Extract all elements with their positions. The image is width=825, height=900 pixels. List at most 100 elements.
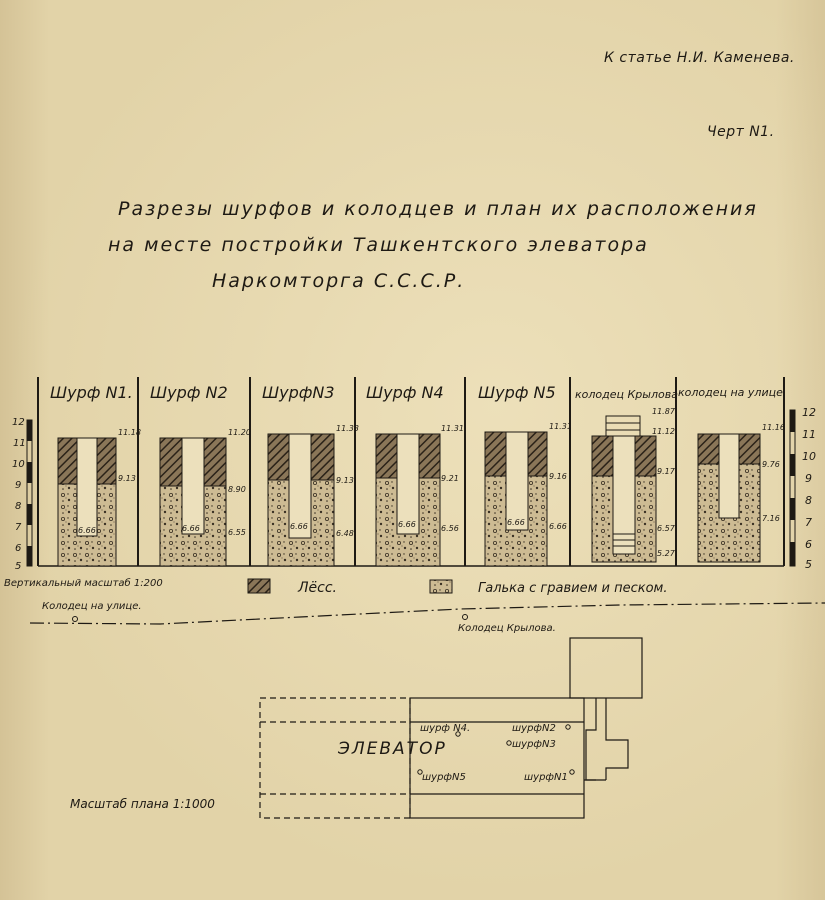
figure-number: Черт N1.	[707, 124, 775, 140]
right-tick-10: 10	[802, 450, 816, 463]
pit-3-top: 11.33	[336, 424, 359, 433]
annex-building-top	[569, 637, 643, 699]
well-krylov-marker	[462, 614, 468, 620]
well-street-marker	[72, 616, 78, 622]
pit-1-bottom: 6.66	[78, 526, 96, 535]
label-pit-5: Шурф N5	[478, 383, 556, 402]
label-well-street: колодец на улице.	[678, 386, 786, 399]
title-line-2: на месте постройки Ташкентского элеватор…	[108, 234, 649, 256]
column-pit-2: 11.20 8.90 6.66 6.55	[159, 428, 251, 567]
pit-1-shaft	[76, 437, 98, 537]
label-pit-1: Шурф N1.	[50, 383, 133, 402]
column-pit-1: 11.18 9.13 6.66	[57, 428, 141, 567]
legend-loess-swatch	[247, 578, 271, 594]
well-street-bottom: 7.16	[762, 514, 780, 523]
title-line-1: Разрезы шурфов и колодцев и план их расп…	[118, 198, 758, 220]
well-street-shaft	[718, 433, 740, 519]
pit-4-bottom: 6.56	[441, 524, 459, 533]
label-well-krylov: колодец Крылова	[575, 388, 678, 401]
left-tick-8: 8	[15, 501, 21, 512]
column-well-krylov: 11.87 11.12 9.17 6.57 5.27	[591, 407, 676, 563]
right-tick-12: 12	[802, 406, 816, 419]
pit-1-top: 11.18	[118, 428, 141, 437]
legend: Лёсс. Галька с гравием и песком.	[247, 578, 667, 596]
left-tick-5: 5	[15, 561, 21, 572]
well-street-top: 11.16	[762, 423, 785, 432]
pit-2-inner: 6.66	[182, 524, 200, 533]
pit-5-mid: 9.16	[549, 472, 567, 481]
plan-buildings	[259, 637, 643, 819]
left-tick-7: 7	[15, 522, 22, 533]
plan-well-street-label: Колодец на улице.	[42, 601, 142, 612]
elevator-outline	[259, 697, 411, 819]
pit-3-marker	[506, 740, 512, 746]
plan-pit-4: шурф N4.	[420, 723, 470, 734]
pit-3-mid: 9.13	[336, 476, 354, 485]
plan-pit-labels: шурф N4. шурфN2 шурфN3 шурфN5 шурфN1	[420, 723, 568, 783]
right-tick-9: 9	[805, 472, 812, 485]
left-scale: 12 11 10 9 8 7 6 5	[12, 417, 33, 572]
pit-2-bottom: 6.55	[228, 528, 246, 537]
pit-2-top: 11.20	[228, 428, 251, 437]
left-tick-6: 6	[15, 543, 21, 554]
article-reference: К статье Н.И. Каменева.	[604, 50, 795, 66]
well-krylov-inner: 5.27	[657, 549, 676, 558]
pit-5-shaft	[505, 431, 529, 531]
right-tick-6: 6	[805, 538, 812, 551]
legend-loess-label: Лёсс.	[297, 580, 337, 596]
plan-elevator-label: ЭЛЕВАТОР	[337, 739, 447, 759]
well-krylov-top: 11.87	[652, 407, 676, 416]
pit-1-marker	[569, 769, 575, 775]
well-krylov-bottom: 6.57	[657, 524, 676, 533]
vertical-scale-label: Вертикальный масштаб 1:200	[4, 577, 163, 589]
pit-5-top: 11.31	[549, 422, 572, 431]
column-pit-3: 11.33 9.13 6.66 6.48	[267, 424, 359, 567]
section-labels: Шурф N1. Шурф N2 ШурфN3 Шурф N4 Шурф N5 …	[50, 383, 786, 402]
well-krylov-mid: 9.17	[657, 467, 676, 476]
column-pit-4: 11.31 9.21 6.66 6.56	[375, 424, 464, 567]
pit-2-marker	[565, 724, 571, 730]
plan-pit-3: шурфN3	[512, 739, 556, 750]
plan-pit-1: шурфN1	[524, 772, 568, 783]
plan-pit-markers	[417, 724, 575, 775]
right-tick-8: 8	[805, 494, 812, 507]
left-tick-12: 12	[12, 417, 25, 428]
well-krylov-frame	[605, 415, 641, 437]
right-tick-7: 7	[805, 516, 812, 529]
label-pit-4: Шурф N4	[366, 383, 444, 402]
legend-gravel-swatch	[429, 579, 453, 594]
plan-well-krylov-label: Колодец Крылова.	[458, 623, 556, 634]
label-pit-3: ШурфN3	[262, 383, 335, 402]
pit-5-marker	[417, 769, 423, 775]
pit-3-inner: 6.66	[290, 522, 308, 531]
column-pit-5: 11.31 9.16 6.66 6.66	[484, 422, 572, 567]
pit-2-mid: 8.90	[228, 485, 246, 494]
street-line	[29, 602, 825, 625]
pit-3-shaft	[288, 433, 312, 539]
pit-3-bottom: 6.48	[336, 529, 354, 538]
pit-4-mid: 9.21	[441, 474, 459, 483]
pit-4-top: 11.31	[441, 424, 464, 433]
plan-pit-5: шурфN5	[422, 772, 466, 783]
well-krylov-top2: 11.12	[652, 427, 675, 436]
label-pit-2: Шурф N2	[150, 383, 228, 402]
left-tick-9: 9	[15, 480, 21, 491]
title-line-3: Наркомторга С.С.С.Р.	[212, 270, 466, 292]
left-tick-10: 10	[12, 459, 25, 470]
right-tick-5: 5	[805, 558, 812, 571]
well-street-mid: 9.76	[762, 460, 780, 469]
legend-gravel-label: Галька с гравием и песком.	[478, 581, 667, 596]
plan-pit-2: шурфN2	[512, 723, 556, 734]
right-scale: 12 11 10 9 8 7 6 5	[789, 406, 816, 571]
column-well-street: 11.16 9.76 7.16	[697, 423, 785, 563]
pit-5-inner: 6.66	[507, 518, 525, 527]
pit-4-inner: 6.66	[398, 520, 416, 529]
right-tick-11: 11	[802, 428, 816, 441]
pit-1-mid: 9.13	[118, 474, 136, 483]
pit-4-shaft	[396, 433, 420, 535]
pit-4-marker	[455, 731, 461, 737]
section-frame	[37, 377, 785, 567]
plan-scale-label: Масштаб плана 1:1000	[70, 797, 215, 811]
pit-5-bottom: 6.66	[549, 522, 567, 531]
